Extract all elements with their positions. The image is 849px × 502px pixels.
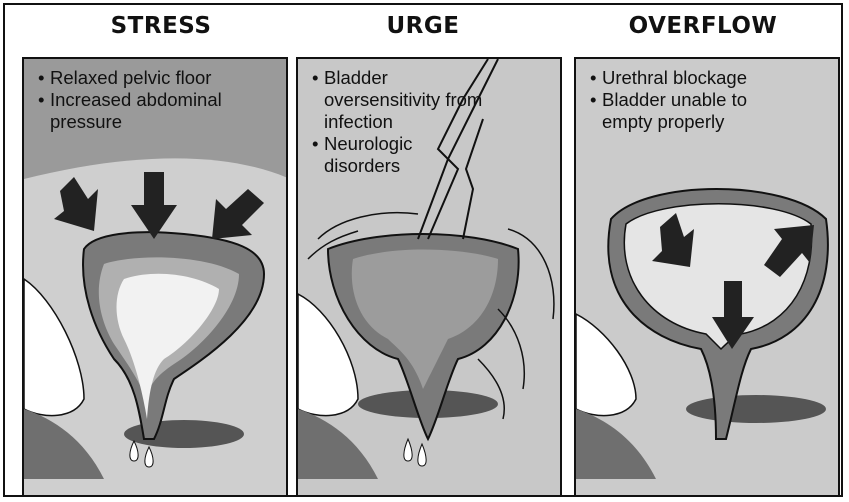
- stress-title: STRESS: [26, 13, 296, 39]
- stress-panel: Relaxed pelvic floor Increased abdominal…: [22, 57, 288, 497]
- stress-bullets: Relaxed pelvic floor Increased abdominal…: [38, 67, 270, 133]
- overflow-bullets: Urethral blockage Bladder unable to empt…: [590, 67, 792, 133]
- overflow-bullet-2: Bladder unable to empty properly: [590, 89, 792, 133]
- urge-title: URGE: [288, 13, 558, 39]
- stress-bullet-2: Increased abdominal pressure: [38, 89, 270, 133]
- overflow-title: OVERFLOW: [568, 13, 838, 39]
- overflow-bullet-1: Urethral blockage: [590, 67, 792, 89]
- stress-bullet-1: Relaxed pelvic floor: [38, 67, 270, 89]
- urge-bullets: Bladder oversensitivity from infection N…: [312, 67, 494, 177]
- overflow-panel: Urethral blockage Bladder unable to empt…: [574, 57, 840, 497]
- urge-panel: Bladder oversensitivity from infection N…: [296, 57, 562, 497]
- urge-bullet-2: Neurologic disorders: [312, 133, 464, 177]
- urge-bullet-1: Bladder oversensitivity from infection: [312, 67, 494, 133]
